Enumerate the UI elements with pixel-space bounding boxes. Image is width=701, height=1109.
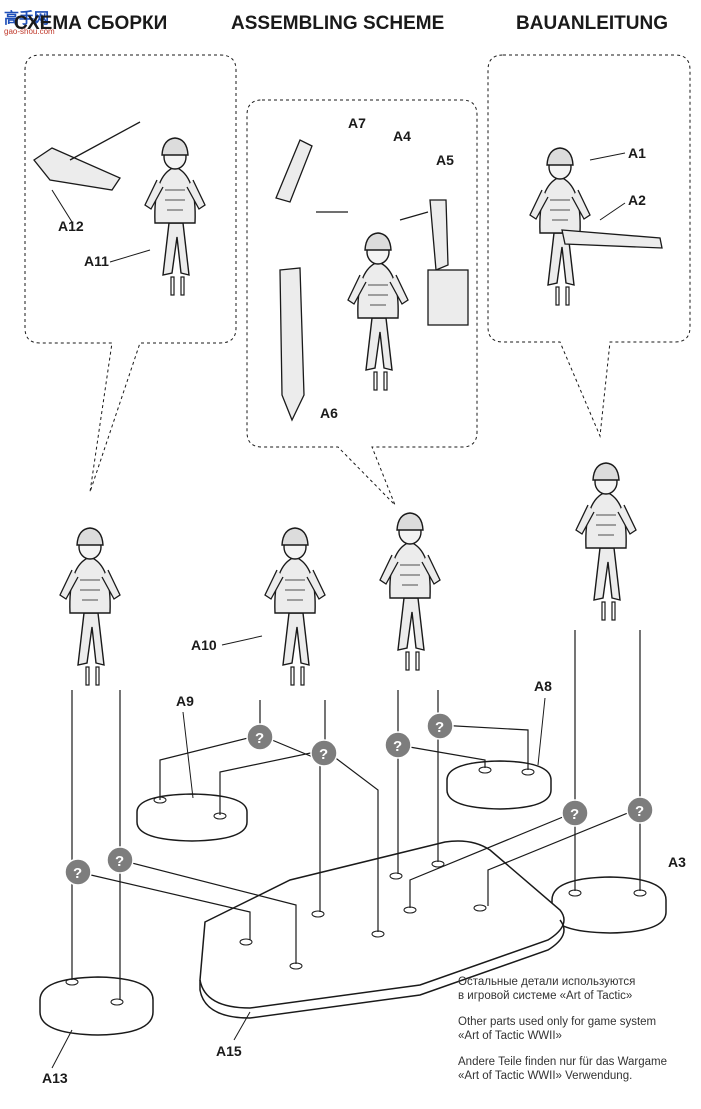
watermark-main: 高手网	[4, 9, 49, 27]
label-a7: A7	[348, 115, 366, 131]
svg-text:?: ?	[570, 806, 579, 823]
note-de-line1: Andere Teile finden nur für das Wargame	[458, 1056, 667, 1068]
label-a3: A3	[668, 854, 686, 870]
question-markers: ? ? ? ? ? ? ? ?	[64, 712, 654, 886]
title-german: BAUANLEITUNG	[516, 13, 668, 34]
base-a9	[136, 793, 248, 842]
label-a13: A13	[42, 1070, 68, 1086]
part-a2	[561, 229, 663, 249]
svg-text:?: ?	[319, 746, 328, 763]
label-a15: A15	[216, 1043, 242, 1059]
part-a6	[279, 267, 305, 422]
question-marker-6: ?	[626, 796, 654, 824]
base-a15	[199, 840, 565, 1009]
title-russian: СХЕМА СБОРКИ	[14, 13, 167, 34]
note-ru-line1: Остальные детали используются	[458, 976, 635, 988]
svg-text:?: ?	[435, 719, 444, 736]
callout-left: A12 A11	[24, 54, 237, 493]
part-a7	[275, 139, 313, 203]
title-english: ASSEMBLING SCHEME	[231, 13, 444, 34]
label-a6: A6	[320, 405, 338, 421]
part-a12	[33, 147, 121, 191]
bases: A9 A8 A3 A13 A15	[39, 678, 686, 1086]
label-a9: A9	[176, 693, 194, 709]
svg-text:?: ?	[255, 730, 264, 747]
watermark-sub: gao-shou.com	[4, 27, 55, 36]
figure-right	[575, 462, 637, 621]
callout-center: A7 A4 A5 A6	[246, 99, 478, 506]
question-marker-7: ?	[64, 858, 92, 886]
label-a12: A12	[58, 218, 84, 234]
label-a1: A1	[628, 145, 646, 161]
question-marker-2: ?	[310, 739, 338, 767]
notes: Остальные детали используются в игровой …	[458, 976, 667, 1082]
base-a3	[551, 876, 667, 934]
label-a8: A8	[534, 678, 552, 694]
svg-text:?: ?	[393, 738, 402, 755]
callout-right: A1 A2	[487, 54, 691, 438]
base-a13	[39, 976, 154, 1036]
assembled-figures: A10	[59, 462, 637, 686]
note-en-line2: «Art of Tactic WWII»	[458, 1030, 562, 1042]
base-a8	[446, 760, 552, 810]
note-de-line2: «Art of Tactic WWII» Verwendung.	[458, 1070, 632, 1082]
svg-text:?: ?	[73, 865, 82, 882]
figure-center	[379, 512, 441, 671]
header: 高手网 gao-shou.com СХЕМА СБОРКИ ASSEMBLING…	[4, 9, 668, 36]
question-marker-5: ?	[561, 799, 589, 827]
svg-text:?: ?	[635, 803, 644, 820]
question-marker-8: ?	[106, 846, 134, 874]
svg-text:?: ?	[115, 853, 124, 870]
question-marker-4: ?	[426, 712, 454, 740]
question-marker-1: ?	[246, 723, 274, 751]
label-a4: A4	[393, 128, 411, 144]
note-en-line1: Other parts used only for game system	[458, 1016, 656, 1028]
question-marker-3: ?	[384, 731, 412, 759]
label-a5: A5	[436, 152, 454, 168]
label-a11: A11	[84, 253, 109, 269]
label-a10: A10	[191, 637, 217, 653]
figure-a10	[264, 527, 326, 686]
note-ru-line2: в игровой системе «Art of Tactic»	[458, 990, 632, 1002]
part-a5-box	[427, 269, 469, 326]
figure-left	[59, 527, 121, 686]
part-a5-arm	[429, 199, 449, 271]
label-a2: A2	[628, 192, 646, 208]
